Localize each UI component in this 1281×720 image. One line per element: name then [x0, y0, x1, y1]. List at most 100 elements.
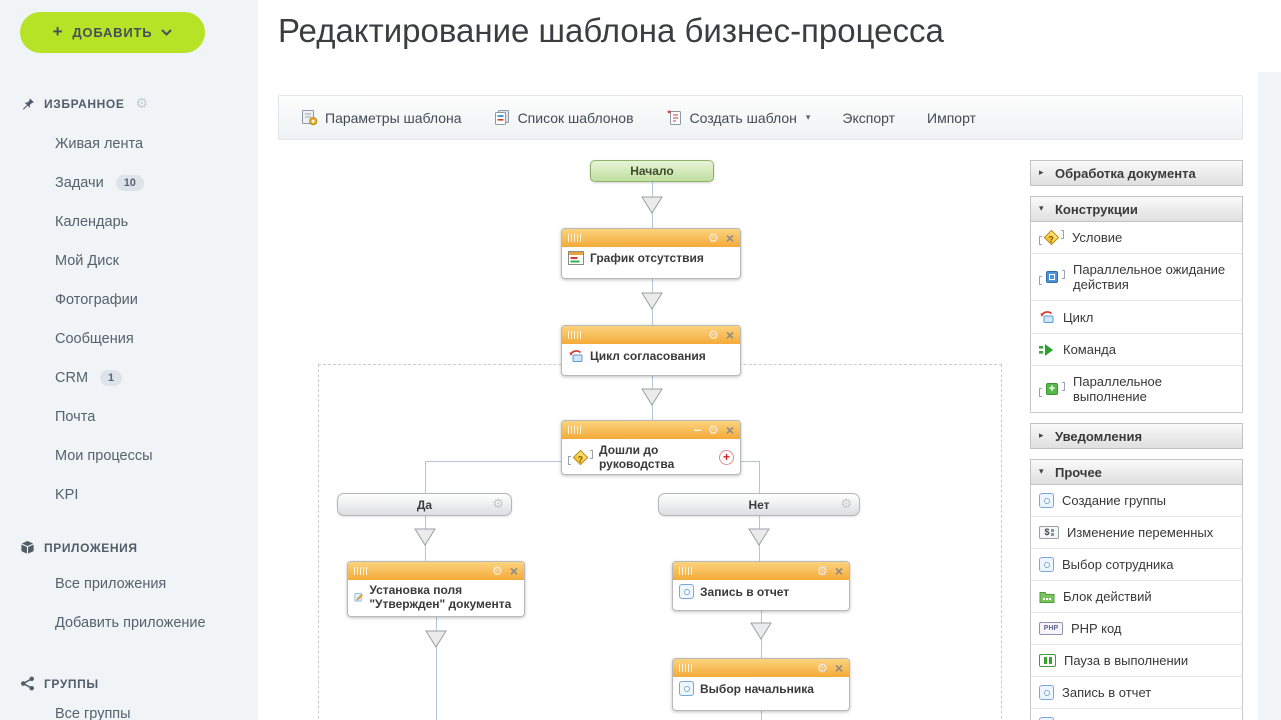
palette-section-header[interactable]: ▸ Уведомления [1030, 423, 1243, 449]
loop-icon [569, 350, 583, 362]
palette-item-terminate-process[interactable]: Прерывание процесса [1031, 708, 1242, 720]
palette-item-condition[interactable]: ? Условие [1031, 222, 1242, 253]
sidebar-section-groups[interactable]: ГРУППЫ [20, 676, 99, 691]
palette-item-loop[interactable]: Цикл [1031, 300, 1242, 333]
add-button[interactable]: + ДОБАВИТЬ [20, 12, 205, 53]
sidebar-section-label: ГРУППЫ [44, 676, 99, 691]
page-title: Редактирование шаблона бизнес-процесса [278, 12, 944, 49]
sidebar-section-label: ИЗБРАННОЕ [44, 97, 125, 111]
bp-toolbar: Параметры шаблона Список шаблонов Создат… [278, 95, 1243, 140]
add-branch-icon[interactable]: + [719, 449, 734, 465]
palette-section-body: ? Условие Параллельное ожидание действия… [1030, 222, 1243, 413]
close-icon[interactable]: × [725, 230, 734, 246]
flow-arrow-icon [750, 622, 772, 640]
connector-line [436, 617, 437, 720]
palette-item-parallel-execution[interactable]: + Параллельное выполнение [1031, 365, 1242, 412]
sidebar-item-my-processes[interactable]: Мои процессы [55, 447, 153, 464]
collapsed-triangle-icon: ▸ [1039, 168, 1044, 178]
condition-node-reached-management[interactable]: – ⚙ × ? Дошли до руководства + [561, 420, 741, 475]
palette-section-notifications: ▸ Уведомления [1030, 423, 1243, 449]
sidebar-item-photos[interactable]: Фотографии [55, 291, 138, 308]
palette-section-header[interactable]: ▾ Прочее [1030, 459, 1243, 485]
close-icon[interactable]: × [509, 563, 518, 579]
palette-item-pause[interactable]: Пауза в выполнении [1031, 644, 1242, 676]
sidebar-item-messages[interactable]: Сообщения [55, 330, 134, 347]
connector-line [759, 461, 760, 493]
template-list-button[interactable]: Список шаблонов [494, 109, 634, 126]
close-icon[interactable]: × [834, 563, 843, 579]
gear-icon[interactable]: ⚙ [817, 564, 828, 578]
drag-grip-icon[interactable] [568, 234, 581, 242]
palette-item-parallel-wait[interactable]: Параллельное ожидание действия [1031, 253, 1242, 300]
sidebar-section-favorites[interactable]: ИЗБРАННОЕ ⚙ [20, 96, 149, 112]
node-header[interactable]: – ⚙ × [562, 421, 740, 439]
node-title: График отсутствия [590, 251, 704, 265]
php-icon: PHP [1039, 622, 1063, 635]
template-params-button[interactable]: Параметры шаблона [301, 109, 462, 126]
template-create-icon [666, 109, 681, 125]
template-create-button[interactable]: Создать шаблон ▾ [666, 109, 810, 126]
node-header[interactable]: ⚙ × [562, 326, 740, 344]
activity-node-choose-chief[interactable]: ⚙ × Выбор начальника [672, 658, 850, 711]
sidebar-item-all-groups[interactable]: Все группы [55, 705, 131, 720]
palette-item-report-entry[interactable]: Запись в отчет [1031, 676, 1242, 708]
chevron-down-icon [161, 29, 173, 36]
sidebar-item-add-app[interactable]: Добавить приложение [55, 614, 206, 631]
gear-icon[interactable]: ⚙ [840, 497, 852, 512]
gear-icon[interactable]: ⚙ [708, 231, 719, 245]
activity-node-approval-loop[interactable]: ⚙ × Цикл согласования [561, 325, 741, 376]
start-node[interactable]: Начало [590, 160, 714, 182]
close-icon[interactable]: × [834, 660, 843, 676]
drag-grip-icon[interactable] [568, 426, 581, 434]
gear-icon[interactable]: ⚙ [708, 328, 719, 342]
minimize-icon[interactable]: – [693, 422, 702, 437]
palette-section-header[interactable]: ▸ Обработка документа [1030, 160, 1243, 186]
sidebar-item-all-apps[interactable]: Все приложения [55, 575, 167, 592]
gear-icon[interactable]: ⚙ [492, 564, 503, 578]
drag-grip-icon[interactable] [354, 567, 367, 575]
activity-node-set-field[interactable]: ⚙ × Установка поля "Утвержден" документа [347, 561, 525, 617]
node-header[interactable]: ⚙ × [673, 562, 849, 580]
import-button[interactable]: Импорт [927, 109, 976, 126]
drag-grip-icon[interactable] [679, 567, 692, 575]
gear-icon[interactable]: ⚙ [708, 423, 719, 437]
palette-item-php-code[interactable]: PHP PHP код [1031, 612, 1242, 644]
sidebar-item-mail[interactable]: Почта [55, 408, 96, 425]
gear-icon[interactable]: ⚙ [817, 661, 828, 675]
palette-section-header[interactable]: ▾ Конструкции [1030, 196, 1243, 222]
palette-item-command[interactable]: Команда [1031, 333, 1242, 365]
palette-item-create-group[interactable]: Создание группы [1031, 485, 1242, 516]
sidebar-item-live-feed[interactable]: Живая лента [55, 135, 144, 152]
node-header[interactable]: ⚙ × [673, 659, 849, 677]
palette-item-action-block[interactable]: Блок действий [1031, 580, 1242, 612]
sidebar-item-calendar[interactable]: Календарь [55, 213, 129, 230]
node-header[interactable]: ⚙ × [348, 562, 524, 580]
activity-node-report-entry[interactable]: ⚙ × Запись в отчет [672, 561, 850, 611]
plus-icon: + [52, 22, 64, 41]
close-icon[interactable]: × [725, 327, 734, 343]
drag-grip-icon[interactable] [568, 331, 581, 339]
gear-icon[interactable]: ⚙ [135, 96, 149, 112]
node-header[interactable]: ⚙ × [562, 229, 740, 247]
palette-item-choose-employee[interactable]: Выбор сотрудника [1031, 548, 1242, 580]
export-button[interactable]: Экспорт [842, 109, 896, 126]
flow-arrow-icon [748, 528, 770, 546]
connector-line [741, 461, 759, 462]
sidebar-section-apps[interactable]: ПРИЛОЖЕНИЯ [20, 540, 138, 555]
drag-grip-icon[interactable] [679, 664, 692, 672]
close-icon[interactable]: × [725, 422, 734, 438]
folder-icon [1039, 592, 1055, 603]
report-icon [1039, 557, 1054, 572]
template-list-icon [494, 110, 509, 125]
gear-icon[interactable]: ⚙ [492, 497, 504, 512]
sidebar-item-my-disk[interactable]: Мой Диск [55, 252, 119, 269]
activity-node-absence-chart[interactable]: ⚙ × График отсутствия [561, 228, 741, 279]
report-icon [1039, 685, 1054, 700]
palette-item-change-variables[interactable]: $ Изменение переменных [1031, 516, 1242, 548]
branch-label-no[interactable]: Нет ⚙ [658, 493, 860, 516]
sidebar-item-kpi[interactable]: KPI [55, 486, 79, 503]
branch-label-yes[interactable]: Да ⚙ [337, 493, 512, 516]
